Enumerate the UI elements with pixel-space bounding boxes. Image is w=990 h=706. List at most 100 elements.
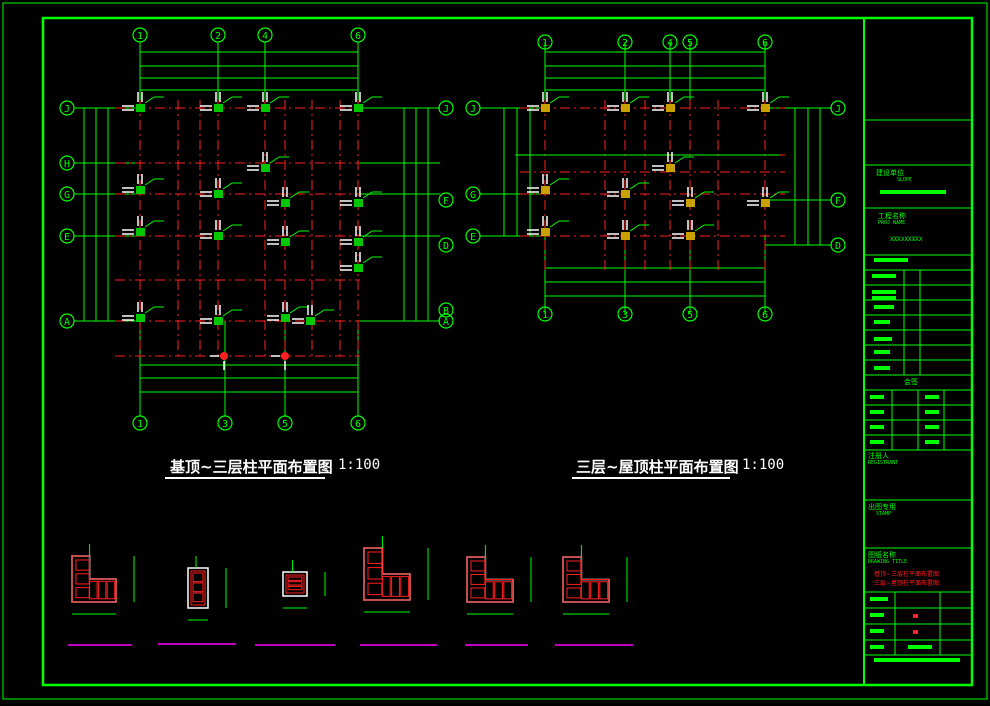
axis-right-A-circle bbox=[438, 313, 454, 329]
column-L3-leader bbox=[362, 96, 373, 104]
axis-top-2-label: 2 bbox=[215, 31, 221, 42]
column-L6-body bbox=[136, 186, 145, 194]
detail-6-tie bbox=[566, 574, 582, 585]
plan-right-scale: 1:100 bbox=[742, 457, 785, 473]
detail-2-tie bbox=[192, 582, 204, 593]
axis-top-1-label: 1 bbox=[137, 31, 143, 42]
column-details bbox=[71, 536, 628, 621]
column-L1-leader bbox=[222, 96, 233, 104]
detail-1-tie bbox=[89, 580, 98, 600]
tb-owner-label: 建设单位 bbox=[876, 169, 904, 177]
axis-bottom-1-label: 1 bbox=[542, 310, 548, 321]
axis-top-5-circle bbox=[682, 34, 698, 50]
axis-top-1-label: 1 bbox=[542, 38, 548, 49]
detail-1-tie bbox=[75, 559, 90, 571]
plan-left-scale: 1:100 bbox=[338, 457, 381, 473]
detail-3-tie bbox=[287, 585, 303, 591]
axis-right-D-label: D bbox=[443, 241, 449, 252]
detail-4-tie bbox=[367, 567, 383, 580]
tb-drawing-name-2: 三层~屋顶柱平面布置图 bbox=[874, 580, 940, 587]
axis-left-J-circle bbox=[465, 100, 481, 116]
axis-bottom-6-label: 6 bbox=[355, 419, 361, 430]
detail-5 bbox=[466, 545, 532, 615]
column-R7-leader bbox=[694, 191, 705, 199]
column-R0-body bbox=[541, 104, 550, 112]
detail-2-rebar bbox=[190, 570, 206, 606]
column-L16-leader bbox=[289, 306, 300, 314]
axis-top-5-label: 5 bbox=[687, 38, 693, 49]
axis-bottom-3-label: 3 bbox=[222, 419, 228, 430]
tb-project-code: XXXXXXXXX bbox=[890, 236, 923, 243]
column-R6-leader bbox=[549, 178, 560, 186]
column-L15-body bbox=[214, 317, 223, 325]
detail-3-tie bbox=[287, 581, 303, 586]
column-L1-body bbox=[214, 104, 223, 112]
column-R0-leader bbox=[549, 96, 560, 104]
tb-owner-value: SLOPE bbox=[897, 177, 913, 183]
column-L7-body bbox=[281, 199, 290, 207]
axis-bottom-5-label: 5 bbox=[282, 419, 288, 430]
axis-top-6-circle bbox=[350, 27, 366, 43]
axis-top-2-label: 2 bbox=[622, 38, 628, 49]
column-R6-body bbox=[541, 186, 550, 194]
detail-3-rebar bbox=[285, 574, 305, 594]
column-R3-leader bbox=[769, 96, 780, 104]
column-L8-leader bbox=[362, 191, 373, 199]
axis-bottom-5-circle bbox=[682, 306, 698, 322]
tb-red-mark-2 bbox=[913, 630, 918, 634]
column-L5-body bbox=[214, 190, 223, 198]
tb-drawing-name-1: 基顶~三层柱平面布置图 bbox=[874, 571, 940, 578]
detail-6 bbox=[562, 545, 628, 615]
column-L17-body bbox=[306, 317, 315, 325]
axis-top-1-circle bbox=[132, 27, 148, 43]
axis-left-E-label: E bbox=[470, 232, 476, 243]
column-R7-body bbox=[686, 199, 695, 207]
axis-right-A-label: A bbox=[443, 317, 449, 328]
axis-bottom-3-circle bbox=[217, 415, 233, 431]
axis-right-D-label: D bbox=[835, 241, 841, 252]
column-L10-body bbox=[214, 232, 223, 240]
axis-left-A-circle bbox=[59, 313, 75, 329]
detail-3-tie bbox=[287, 576, 303, 581]
detail-4-tie bbox=[367, 582, 383, 596]
detail-2-tie bbox=[192, 592, 204, 603]
axis-right-J-label: J bbox=[835, 104, 841, 115]
axis-right-D-circle bbox=[438, 237, 454, 253]
column-red-0 bbox=[220, 352, 228, 360]
detail-6-tie bbox=[599, 581, 609, 600]
column-L14-body bbox=[136, 314, 145, 322]
detail-3 bbox=[282, 560, 326, 609]
axis-left-E-circle bbox=[59, 228, 75, 244]
axis-left-G-label: G bbox=[470, 190, 476, 201]
axis-left-J-label: J bbox=[64, 104, 70, 115]
axis-right-J-circle bbox=[830, 100, 846, 116]
column-L11-leader bbox=[289, 230, 300, 238]
detail-6-tie bbox=[580, 581, 590, 600]
axis-right-F-label: F bbox=[443, 196, 449, 207]
column-L8-body bbox=[354, 199, 363, 207]
column-L5-leader bbox=[222, 182, 233, 190]
tb-project-value: PROJ NAME bbox=[878, 220, 906, 226]
detail-4-tie bbox=[391, 576, 400, 597]
column-L12-body bbox=[354, 238, 363, 246]
column-R1-leader bbox=[629, 96, 640, 104]
tb-sign-label: 会签 bbox=[904, 378, 918, 386]
detail-3-outline bbox=[282, 571, 308, 597]
column-R9-body bbox=[541, 228, 550, 236]
axis-bottom-1-circle bbox=[132, 415, 148, 431]
axis-bottom-6-circle bbox=[757, 306, 773, 322]
title-block-fills bbox=[870, 190, 960, 662]
axis-right-B-circle bbox=[438, 302, 454, 318]
column-R2-body bbox=[666, 104, 675, 112]
column-L16-body bbox=[281, 314, 290, 322]
axis-right-F-circle bbox=[438, 192, 454, 208]
column-R1-body bbox=[621, 104, 630, 112]
axis-left-J-circle bbox=[59, 100, 75, 116]
column-L2-leader bbox=[269, 96, 280, 104]
axis-bottom-5-circle bbox=[277, 415, 293, 431]
detail-6-tie bbox=[566, 587, 582, 599]
detail-2-tie bbox=[192, 572, 204, 583]
